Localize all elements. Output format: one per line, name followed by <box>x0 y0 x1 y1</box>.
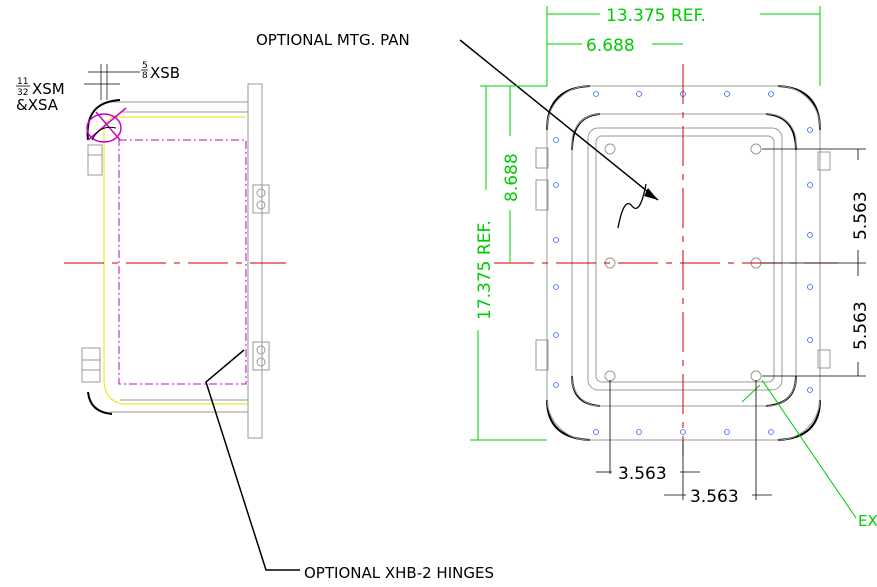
bolt <box>807 182 813 188</box>
bolt <box>636 429 642 435</box>
cover-corner-tr <box>777 85 821 131</box>
side-hinge-block-top <box>252 184 270 214</box>
ex-leader <box>761 379 857 519</box>
side-view: 5 8 XSB 11 32 XSM &XSA OPTIONAL XHB-2 HI… <box>16 61 494 582</box>
right-dimension-lines <box>596 148 866 500</box>
bolt <box>768 91 774 97</box>
bolt <box>553 284 559 290</box>
dim-lower-right: 5.563 <box>851 301 871 350</box>
bolt <box>807 387 813 393</box>
break-symbol <box>617 183 647 229</box>
bolt <box>724 429 730 435</box>
hinge-tab-left-top <box>535 147 549 169</box>
bolt <box>768 429 774 435</box>
bolt <box>553 332 559 338</box>
hinges-label: OPTIONAL XHB-2 HINGES <box>304 564 494 582</box>
side-cover-bottom-arc <box>87 391 113 415</box>
hinge-tab-right-bottom <box>817 349 831 369</box>
bolt <box>807 127 813 133</box>
bolt <box>807 337 813 343</box>
dimension-lines <box>470 6 857 519</box>
bolt <box>680 429 686 435</box>
bolt <box>553 182 559 188</box>
dim-half-height: 8.688 <box>502 153 522 202</box>
bolt <box>553 137 559 143</box>
side-hinge-bolt-1 <box>256 188 266 198</box>
side-hinge-ellipse <box>86 113 122 143</box>
dim-upper-right: 5.563 <box>851 191 871 240</box>
bolt <box>593 91 599 97</box>
side-hinge-cross2 <box>95 111 121 141</box>
front-view: OPTIONAL MTG. PAN 13.375 REF. 6.688 17.3… <box>256 6 877 530</box>
mtg-pan-leader <box>459 39 659 201</box>
hinges-leader <box>205 349 300 571</box>
bolt <box>807 232 813 238</box>
hinge-tab-right-top <box>817 151 831 171</box>
xsm-label: XSM <box>32 80 65 98</box>
side-mtg-pan <box>118 139 247 385</box>
bolt <box>553 382 559 388</box>
inner-frame <box>571 113 797 407</box>
stud <box>604 143 616 155</box>
hinge-tab-left-top2 <box>535 179 549 211</box>
dim-width-ref: 13.375 REF. <box>606 6 706 26</box>
inner-corner-br <box>765 375 797 407</box>
dim-bottom-right: 3.563 <box>690 487 739 507</box>
side-flange <box>247 83 263 439</box>
stud <box>750 370 762 382</box>
xsb-label: XSB <box>150 64 180 82</box>
dim-bottom-left: 3.563 <box>618 464 667 484</box>
stud <box>604 370 616 382</box>
bolt <box>593 429 599 435</box>
mtg-pan-outline <box>587 127 783 391</box>
side-hinge-block-bottom <box>252 341 270 371</box>
bolt <box>724 91 730 97</box>
mtg-pan-label: OPTIONAL MTG. PAN <box>256 31 410 49</box>
side-hinge-bolt-3 <box>256 345 266 355</box>
bolt <box>636 91 642 97</box>
dim-half-width: 6.688 <box>586 36 635 56</box>
side-strip-bottom <box>81 347 101 383</box>
side-hinge-bolt-2 <box>256 200 266 210</box>
inner-corner-bl <box>571 375 601 407</box>
side-gasket <box>103 116 248 405</box>
side-hinge-inner <box>91 126 117 141</box>
xsb-fraction-num: 5 <box>142 61 148 71</box>
dim-height-ref: 17.375 REF. <box>475 220 495 320</box>
stud <box>750 143 762 155</box>
side-hinge-bolt-4 <box>256 357 266 367</box>
xsb-fraction-den: 8 <box>142 71 148 81</box>
bolt <box>553 237 559 243</box>
inner-corner-tr <box>765 113 797 151</box>
xsm-fraction-den: 32 <box>17 88 28 98</box>
mtg-pan-arrowhead <box>644 188 658 200</box>
mtg-pan-inner <box>595 135 775 383</box>
bolt <box>807 284 813 290</box>
hinge-tab-left-bottom <box>535 339 549 371</box>
ex-label: EX <box>858 512 877 530</box>
side-strip-top <box>87 144 103 176</box>
xsa-label: &XSA <box>16 96 59 114</box>
ex-arrow <box>741 384 761 403</box>
cover-corner-tl <box>546 85 591 131</box>
xsm-fraction-num: 11 <box>17 77 28 87</box>
